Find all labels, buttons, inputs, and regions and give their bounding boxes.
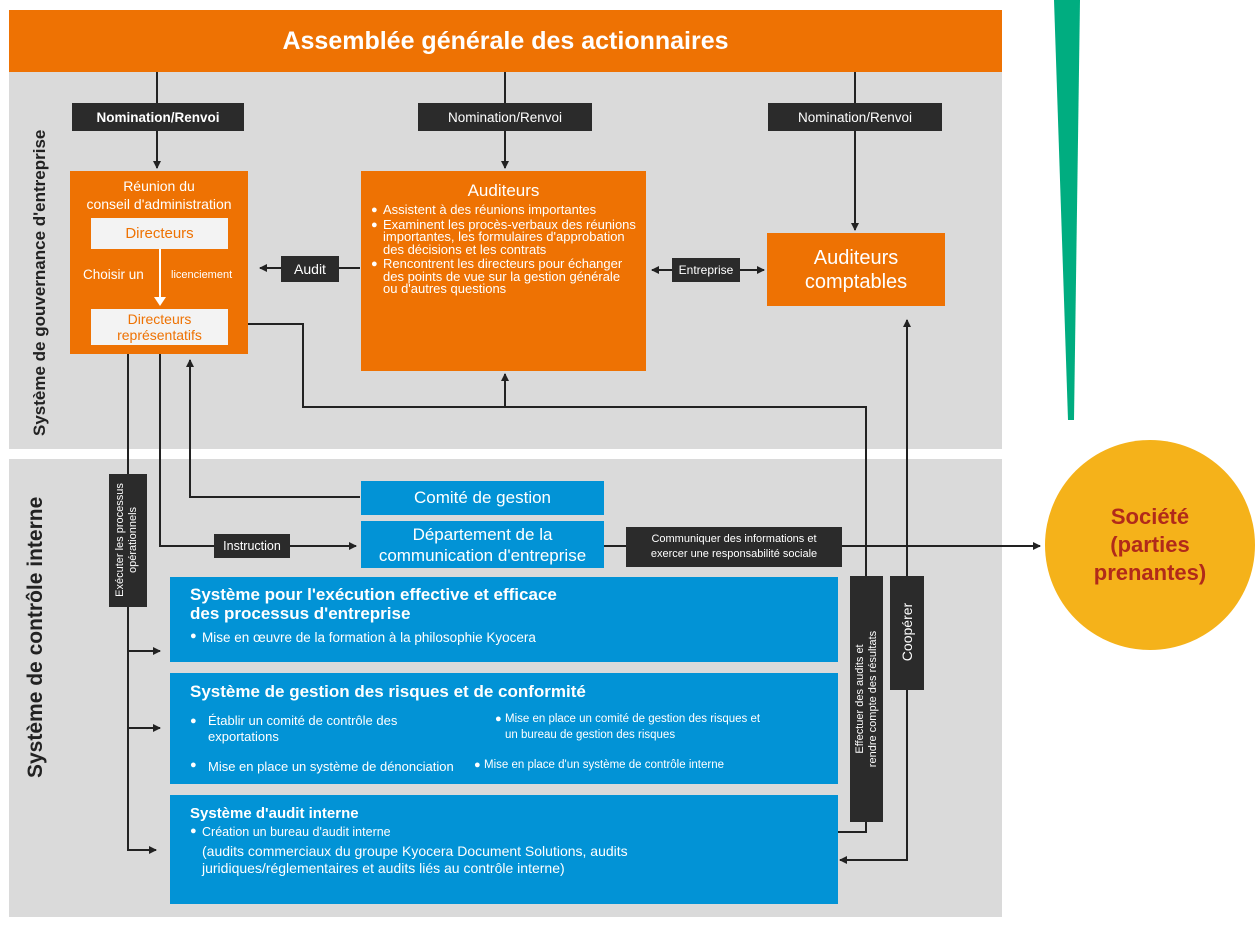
execute-processes-label: Exécuter les processus opérationnels: [114, 483, 139, 597]
communicate-tag: Communiquer des informations et exercer …: [626, 527, 842, 567]
nomination-tag-3: Nomination/Renvoi: [768, 103, 942, 131]
auditors-bullet-2: Examinent les procès-verbaux des réunion…: [371, 218, 636, 257]
execute-processes-tag: Exécuter les processus opérationnels: [109, 474, 147, 607]
header-bar: Assemblée générale des actionnaires: [9, 10, 1002, 72]
risk-compliance-title: Système de gestion des risques et de con…: [190, 682, 586, 701]
internal-audit-title: Système d'audit interne: [190, 805, 359, 822]
board-title: Réunion du conseil d'administration: [86, 178, 232, 212]
entreprise-tag: Entreprise: [672, 258, 740, 282]
execution-system-box: Système pour l'exécution effective et ef…: [170, 577, 838, 662]
communication-department-box: Département de la communication d'entrep…: [361, 521, 604, 568]
audit-report-tag: Effectuer des audits et rendre compte de…: [850, 576, 883, 822]
audit-report-label: Effectuer des audits et rendre compte de…: [854, 630, 879, 768]
nomination-tag-2: Nomination/Renvoi: [418, 103, 592, 131]
board-down-arrow: [154, 249, 166, 306]
risk-bullet-1: Établir un comité de contrôle des export…: [190, 713, 397, 745]
auditors-bullet-1: Assistent à des réunions importantes: [371, 203, 636, 217]
nomination-tag-1: Nomination/Renvoi: [72, 103, 244, 131]
cooperate-label: Coopérer: [899, 602, 915, 662]
choose-label: Choisir un: [83, 267, 144, 282]
auditors-box: Auditeurs Assistent à des réunions impor…: [361, 171, 646, 371]
risk-bullet-2: Mise en place un système de dénonciation: [190, 759, 454, 774]
internal-audit-note: (audits commerciaux du groupe Kyocera Do…: [202, 843, 628, 876]
risk-compliance-box: Système de gestion des risques et de con…: [170, 673, 838, 784]
risk-bullet-3: Mise en place un comité de gestion des r…: [495, 711, 760, 743]
society-circle: Société (parties prenantes): [1045, 440, 1255, 650]
cooperate-tag: Coopérer: [890, 576, 924, 690]
execution-system-title: Système pour l'exécution effective et ef…: [190, 585, 557, 623]
internal-audit-bullet: Création un bureau d'audit interne: [190, 825, 838, 839]
execution-system-bullet: Mise en œuvre de la formation à la philo…: [190, 630, 838, 645]
audit-tag: Audit: [281, 256, 339, 282]
management-committee-box: Comité de gestion: [361, 481, 604, 515]
auditors-title: Auditeurs: [467, 181, 540, 200]
auditors-bullet-3: Rencontrent les directeurs pour échanger…: [371, 257, 636, 296]
green-stroke-decoration: [1054, 0, 1080, 420]
internal-audit-box: Système d'audit interne Création un bure…: [170, 795, 838, 904]
governance-section-label: Système de gouvernance d'entreprise: [30, 129, 49, 436]
risk-bullet-4: Mise en place d'un système de contrôle i…: [474, 759, 724, 771]
dismissal-label: licenciement: [171, 269, 233, 281]
internal-control-section-label: Système de contrôle interne: [24, 496, 47, 778]
instruction-tag: Instruction: [214, 534, 290, 558]
directors-box: Directeurs: [91, 218, 228, 249]
page-title: Assemblée générale des actionnaires: [282, 26, 729, 55]
board-box: Réunion du conseil d'administration Dire…: [70, 171, 248, 354]
accounting-auditors-box: Auditeurs comptables: [767, 233, 945, 306]
representative-directors-box: Directeurs représentatifs: [91, 309, 228, 345]
